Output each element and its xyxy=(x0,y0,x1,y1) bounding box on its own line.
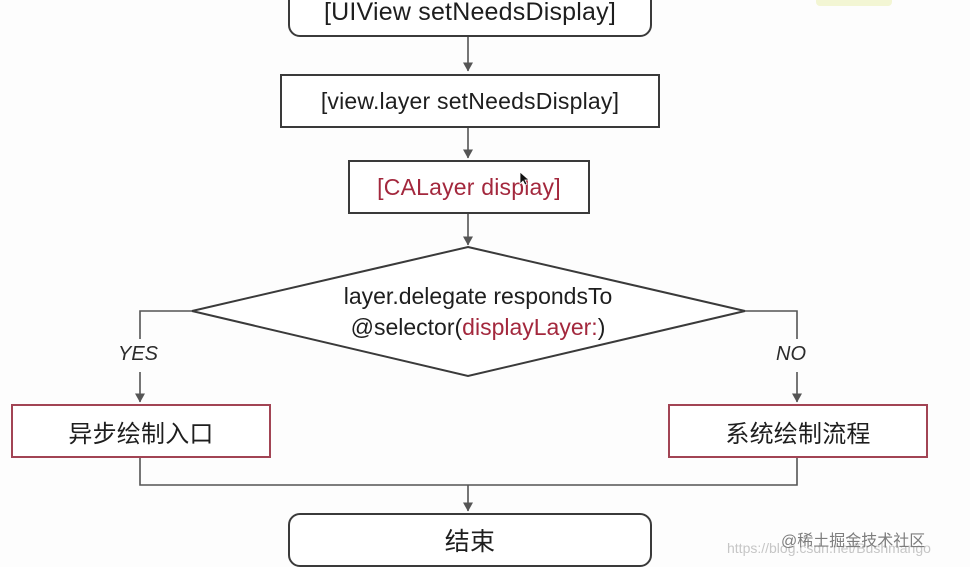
branch-label-no: NO xyxy=(776,343,806,365)
decision-line-2: @selector(displayLayer:) xyxy=(288,312,668,343)
async-to-merge-line xyxy=(139,458,468,486)
node-system-draw-flow-label: 系统绘制流程 xyxy=(725,420,871,448)
decision-diamond xyxy=(191,245,746,378)
node-layer-set-needs-display: [view.layer setNeedsDisplay] xyxy=(280,74,660,128)
node-layer-set-needs-display-label: [view.layer setNeedsDisplay] xyxy=(320,87,620,114)
node-uiview-set-needs-display-label: [UIView setNeedsDisplay] xyxy=(324,0,616,26)
system-to-merge-line xyxy=(468,458,798,486)
decision-label: layer.delegate respondsTo @selector(disp… xyxy=(288,281,668,343)
node-calayer-display-label: [CALayer display] xyxy=(377,173,561,200)
node-system-draw-flow: 系统绘制流程 xyxy=(668,404,928,458)
corner-highlight-mark xyxy=(816,0,892,6)
yes-branch-line xyxy=(139,310,192,339)
decision-line-1: layer.delegate respondsTo xyxy=(343,283,613,309)
decision-selector-prefix: @selector( xyxy=(350,314,463,340)
mouse-pointer-icon xyxy=(519,171,529,186)
node-end: 结束 xyxy=(288,513,652,567)
node-async-draw-entry: 异步绘制入口 xyxy=(11,404,271,458)
node-async-draw-entry-label: 异步绘制入口 xyxy=(68,420,214,448)
decision-selector-suffix: ) xyxy=(597,314,606,340)
node-uiview-set-needs-display: [UIView setNeedsDisplay] xyxy=(288,0,652,37)
watermark-brand: @稀土掘金技术社区 xyxy=(781,533,926,550)
no-branch-line xyxy=(745,310,798,339)
branch-label-yes: YES xyxy=(118,343,159,365)
node-calayer-display: [CALayer display] xyxy=(348,160,590,214)
node-end-label: 结束 xyxy=(444,528,496,556)
decision-selector-name: displayLayer: xyxy=(462,314,598,340)
watermark-url: https://blog.csdn.net/Bushmango xyxy=(727,540,931,556)
